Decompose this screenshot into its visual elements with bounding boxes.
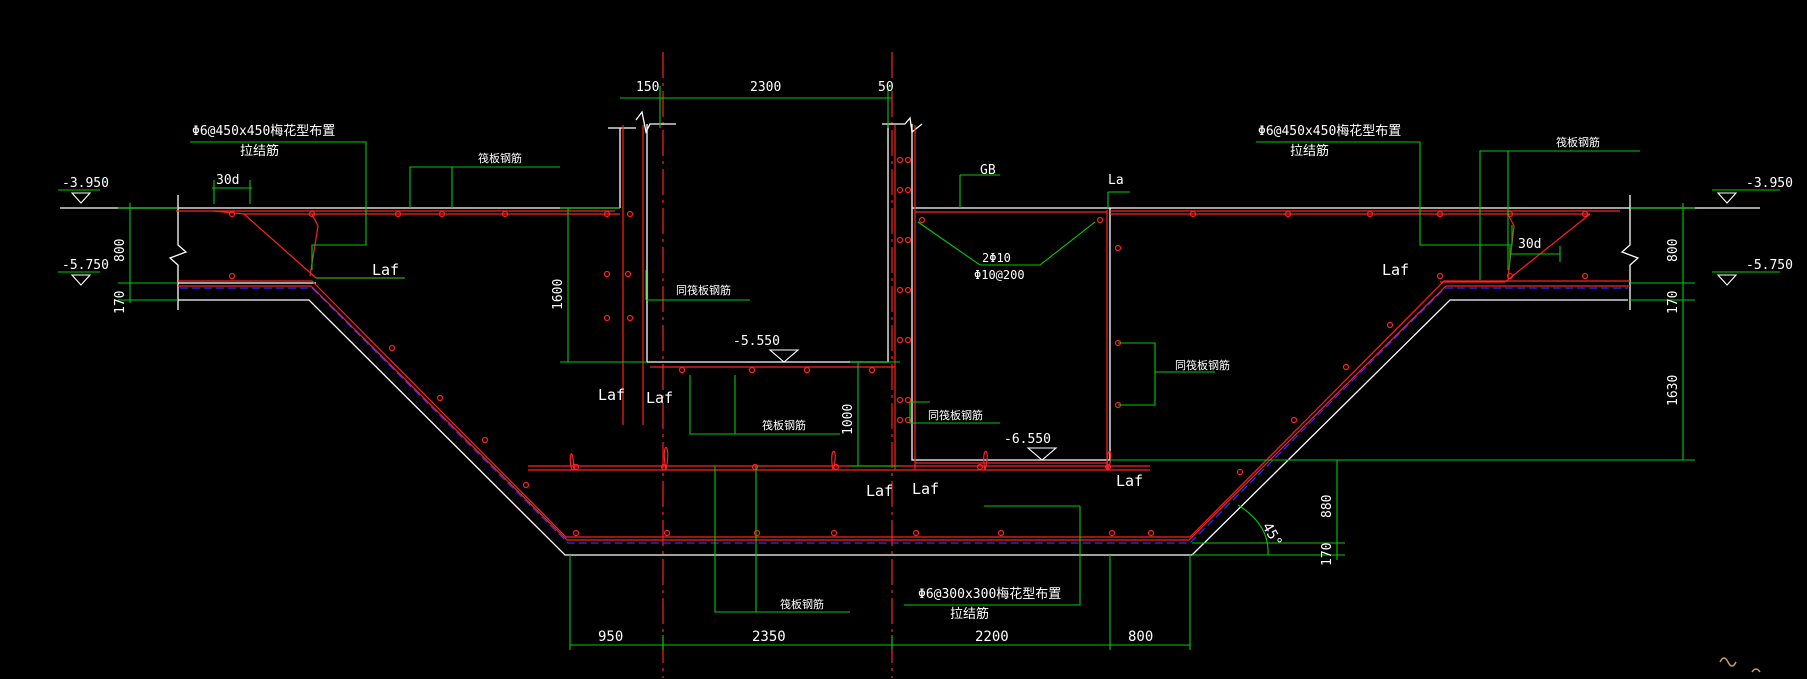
dim-right-800: 800 (1666, 239, 1681, 262)
dim-right-170: 170 (1666, 291, 1681, 314)
waterproof-layer (180, 287, 1628, 544)
elevation-markers (70, 192, 1738, 461)
dim-pit-1000: 1000 (841, 404, 856, 435)
label-left-mesh: Φ6@450x450梅花型布置 (192, 123, 335, 139)
label-right-mesh-sub: 拉结筋 (1290, 143, 1329, 159)
dim-pit-1600: 1600 (551, 279, 566, 310)
label-phi10-200: Φ10@200 (974, 268, 1025, 282)
label-2phi10: 2Φ10 (982, 251, 1011, 265)
label-gb: GB (980, 163, 996, 178)
label-30d-right: 30d (1518, 237, 1541, 252)
dim-right-170b: 170 (1320, 543, 1335, 566)
label-top-rebar-left: 筏板钢筋 (478, 151, 522, 165)
dim-left-800: 800 (113, 239, 128, 262)
label-top-rebar-right: 筏板钢筋 (1556, 135, 1600, 149)
label-pit-rebar-mid: 筏板钢筋 (762, 418, 806, 432)
elevation-right-bottom: -5.750 (1746, 258, 1793, 273)
dim-top-150: 150 (636, 80, 659, 95)
label-left-mesh-sub: 拉结筋 (240, 143, 279, 159)
label-laf-right: Laf (1382, 261, 1409, 279)
dimension-lines (58, 86, 1780, 650)
dim-right-1630: 1630 (1666, 375, 1681, 406)
label-side-rebar-mid: 同筏板钢筋 (928, 408, 983, 422)
label-laf-pit1: Laf (598, 386, 625, 404)
label-right-mesh: Φ6@450x450梅花型布置 (1258, 123, 1401, 139)
cursor-glyph-icon-2 (1751, 668, 1761, 673)
label-laf-pit5: Laf (1116, 472, 1143, 490)
label-la: La (1108, 173, 1124, 188)
dim-bottom-800: 800 (1128, 629, 1153, 645)
elevation-marker-pit2 (1026, 447, 1058, 461)
label-bottom-mesh-sub: 拉结筋 (950, 606, 989, 622)
elevation-left-top: -3.950 (62, 176, 109, 191)
elevation-marker-right-top (1716, 192, 1738, 204)
dim-bottom-2200: 2200 (975, 629, 1009, 645)
elevation-left-bottom: -5.750 (62, 258, 109, 273)
elevation-marker-right-bottom (1716, 274, 1738, 286)
dim-bottom-2350: 2350 (752, 629, 786, 645)
cursor-glyph-icon (1719, 657, 1737, 667)
rebar-lines (176, 125, 1630, 541)
label-side-rebar-left: 同筏板钢筋 (676, 283, 731, 297)
label-pit-rebar-bottom: 筏板钢筋 (780, 597, 824, 611)
label-laf-pit4: Laf (912, 480, 939, 498)
dim-top-50: 50 (878, 80, 894, 95)
elevation-right-top: -3.950 (1746, 176, 1793, 191)
label-laf-left: Laf (372, 261, 399, 279)
elevation-pit2: -6.550 (1004, 432, 1051, 447)
dim-right-880: 880 (1320, 495, 1335, 518)
dim-top-2300: 2300 (750, 80, 781, 95)
elevation-marker-left-top (70, 192, 92, 204)
label-side-rebar-right: 同筏板钢筋 (1175, 358, 1230, 372)
label-30d-left: 30d (216, 173, 239, 188)
label-laf-pit3: Laf (866, 482, 893, 500)
elevation-marker-left-bottom (70, 274, 92, 286)
centerlines (662, 52, 893, 678)
rebar-dots (228, 156, 1589, 537)
dim-bottom-950: 950 (598, 629, 623, 645)
elevation-marker-pit1 (768, 349, 800, 363)
label-bottom-mesh: Φ6@300x300梅花型布置 (918, 586, 1061, 602)
dim-left-170: 170 (113, 291, 128, 314)
label-laf-pit2: Laf (646, 389, 673, 407)
elevation-pit1: -5.550 (733, 334, 780, 349)
